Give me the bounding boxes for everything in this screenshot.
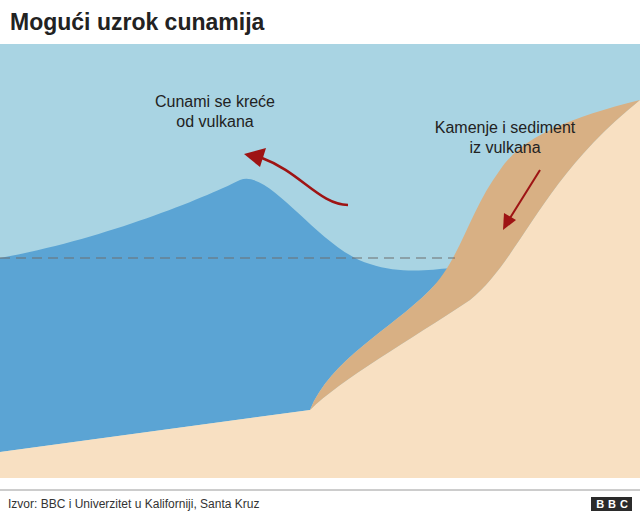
sediment-label: Kamenje i sediment iz vulkana bbox=[431, 118, 579, 158]
sea-level-line bbox=[0, 257, 455, 258]
tsunami-arrow bbox=[262, 158, 348, 205]
source-caption: Izvor: BBC i Univerzitet u Kaliforniji, … bbox=[8, 497, 259, 512]
sky bbox=[0, 44, 640, 478]
tsunami-arrowhead bbox=[244, 148, 266, 167]
volcano-land bbox=[0, 100, 640, 478]
wave-label: Cunami se kreće od vulkana bbox=[149, 92, 281, 132]
sediment-arrowhead bbox=[503, 213, 516, 230]
chart-title: Mogući uzrok cunamija bbox=[10, 8, 264, 36]
sediment-layer bbox=[310, 100, 640, 410]
bbc-logo: BBC bbox=[591, 497, 632, 511]
footer-rule bbox=[0, 490, 640, 491]
sediment-arrow bbox=[510, 170, 540, 218]
